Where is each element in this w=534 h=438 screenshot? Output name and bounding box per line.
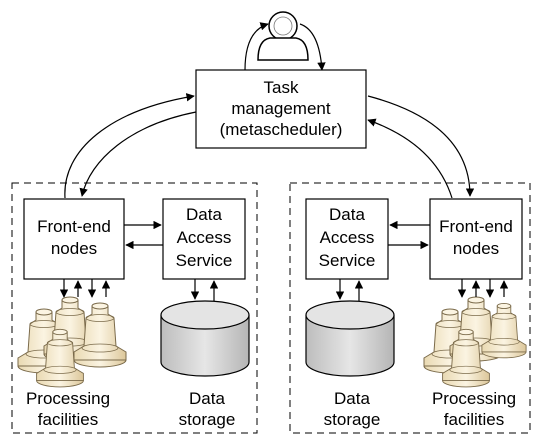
left-frontend-line2: nodes [51,239,97,258]
right-frontend-to-task-arrow [367,118,453,199]
left-frontend-line1: Front-end [37,217,111,236]
right-das-line3: Service [319,251,376,270]
task-management-line2: management [231,99,331,118]
right-frontend-line2: nodes [453,239,499,258]
right-cluster-frame [289,182,531,434]
right-das-line2: Access [320,228,375,247]
task-to-left-frontend-arrow [79,111,197,197]
left-frontend-to-task-arrow [64,93,195,199]
left-processing-line2: facilities [38,410,98,429]
user-icon [257,11,309,61]
left-das-line1: Data [186,205,222,224]
right-storage-line1: Data [334,389,370,408]
right-database-cylinder-icon [305,300,395,377]
right-das-line1: Data [329,205,365,224]
user-to-task-arrow [244,22,269,71]
right-frontend-box: Front-end nodes [429,198,523,280]
right-frontend-line1: Front-end [439,217,513,236]
task-to-user-arrow [299,23,326,71]
left-das-box: Data Access Service [162,198,246,280]
task-management-box: Task management (metascheduler) [195,69,367,149]
left-das-line2: Access [177,228,232,247]
left-frontend-box: Front-end nodes [23,198,125,280]
task-management-line3: (metascheduler) [220,120,343,139]
task-to-right-frontend-arrow [367,95,475,197]
right-storage-line2: storage [324,410,381,429]
right-das-box: Data Access Service [305,198,389,280]
left-processing-line1: Processing [26,389,110,408]
left-storage-line1: Data [189,389,225,408]
left-database-cylinder-icon [160,300,250,377]
left-das-line3: Service [176,251,233,270]
task-management-line1: Task [264,78,299,97]
right-processing-line1: Processing [432,389,516,408]
right-processing-line2: facilities [444,410,504,429]
left-storage-line2: storage [179,410,236,429]
right-processing-facilities-icon [423,296,527,388]
left-cluster-frame [11,182,258,434]
left-processing-facilities-icon [17,296,127,388]
